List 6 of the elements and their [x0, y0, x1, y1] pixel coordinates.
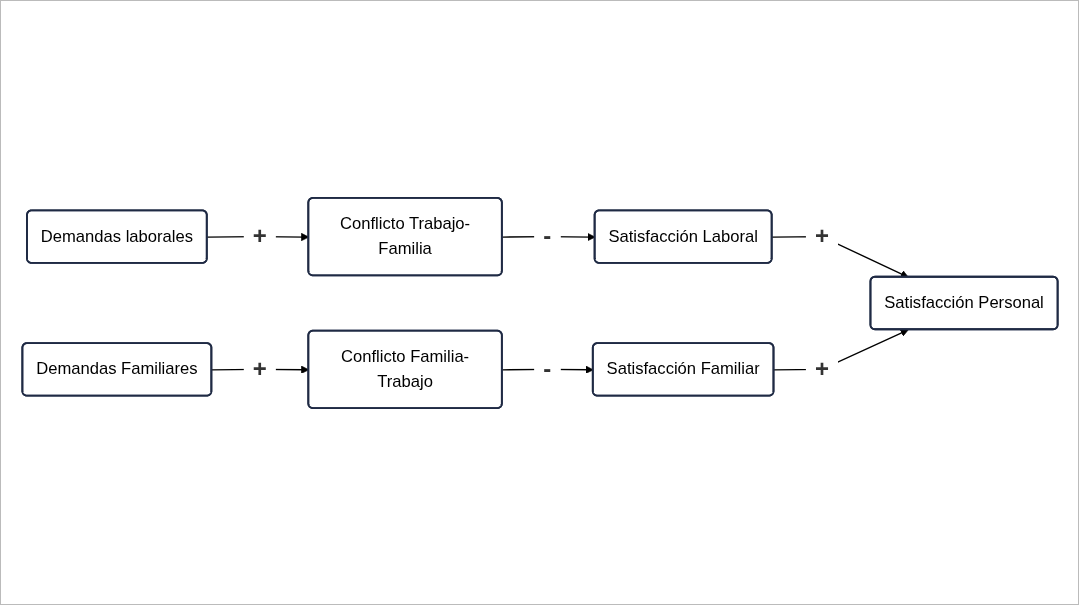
edge-label: +	[814, 221, 829, 250]
edge-label: +	[252, 354, 267, 383]
edge-label: +	[252, 221, 267, 250]
edge-label: +	[814, 354, 829, 383]
edge-label: -	[542, 221, 551, 250]
edge-label: -	[542, 354, 551, 383]
